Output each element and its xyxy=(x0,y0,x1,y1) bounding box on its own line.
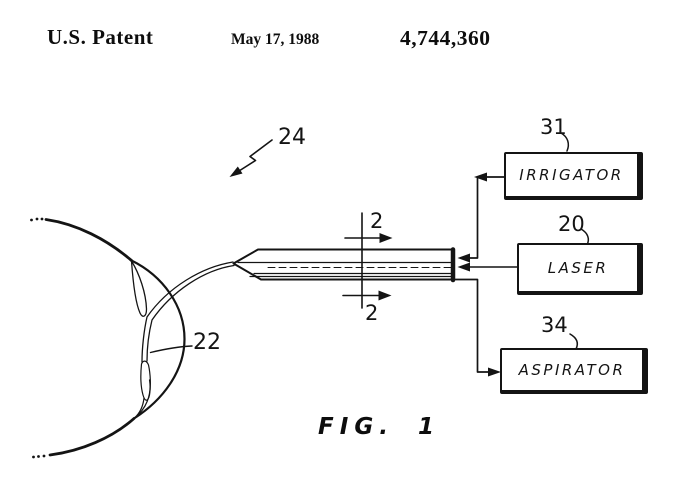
laser-arrowhead xyxy=(457,262,470,272)
patent-date: May 17, 1988 xyxy=(231,31,320,48)
patent-number: 4,744,360 xyxy=(400,26,491,50)
handpiece-ref-arrow-line xyxy=(238,139,273,172)
cornea-arc xyxy=(130,259,186,420)
section-arrow-lower-head xyxy=(378,290,392,301)
patent-office: U.S. Patent xyxy=(47,25,154,49)
sclera-top-arc xyxy=(44,218,133,262)
lens-lower-leaf-inner xyxy=(133,397,145,419)
handpiece-ref-arrowhead xyxy=(229,166,243,177)
laser-ref-number: 20 xyxy=(558,212,585,236)
eye-ref-leader xyxy=(149,345,193,354)
aspirator-box: ASPIRATOR xyxy=(500,348,648,394)
iris-upper-leaf xyxy=(130,260,148,317)
section-ref-number-upper: 2 xyxy=(370,209,384,233)
section-ref-number-lower: 2 xyxy=(365,301,379,325)
irrigator-ref-tick xyxy=(560,132,570,152)
probe-body xyxy=(232,248,454,281)
aspirator-connector xyxy=(454,278,490,373)
needle-inner-line xyxy=(146,264,235,362)
sclera-dots-bottom xyxy=(32,454,46,459)
irrigator-box: IRRIGATOR xyxy=(504,152,643,200)
figure-caption: FIG. 1 xyxy=(318,414,440,440)
laser-box-label: LASER xyxy=(547,259,609,277)
laser-box: LASER xyxy=(517,243,643,295)
irrigator-ref-number: 31 xyxy=(540,115,567,139)
irrigator-arrowhead-probe xyxy=(457,253,470,263)
aspirator-ref-number: 34 xyxy=(541,313,568,337)
aspirator-arrowhead xyxy=(488,367,501,377)
aspirator-ref-tick xyxy=(569,333,579,350)
needle-outer-line xyxy=(141,261,234,363)
section-arrow-upper-head xyxy=(379,233,393,243)
handpiece-ref-number: 24 xyxy=(278,125,306,150)
aspirator-box-label: ASPIRATOR xyxy=(518,361,626,379)
irrigator-arrowhead-elbow xyxy=(474,172,487,182)
irrigator-connector xyxy=(467,176,505,259)
eye-ref-number: 22 xyxy=(193,330,221,355)
sclera-dots-top xyxy=(30,217,44,222)
irrigator-box-label: IRRIGATOR xyxy=(519,166,624,184)
sclera-bottom-arc xyxy=(48,417,136,457)
